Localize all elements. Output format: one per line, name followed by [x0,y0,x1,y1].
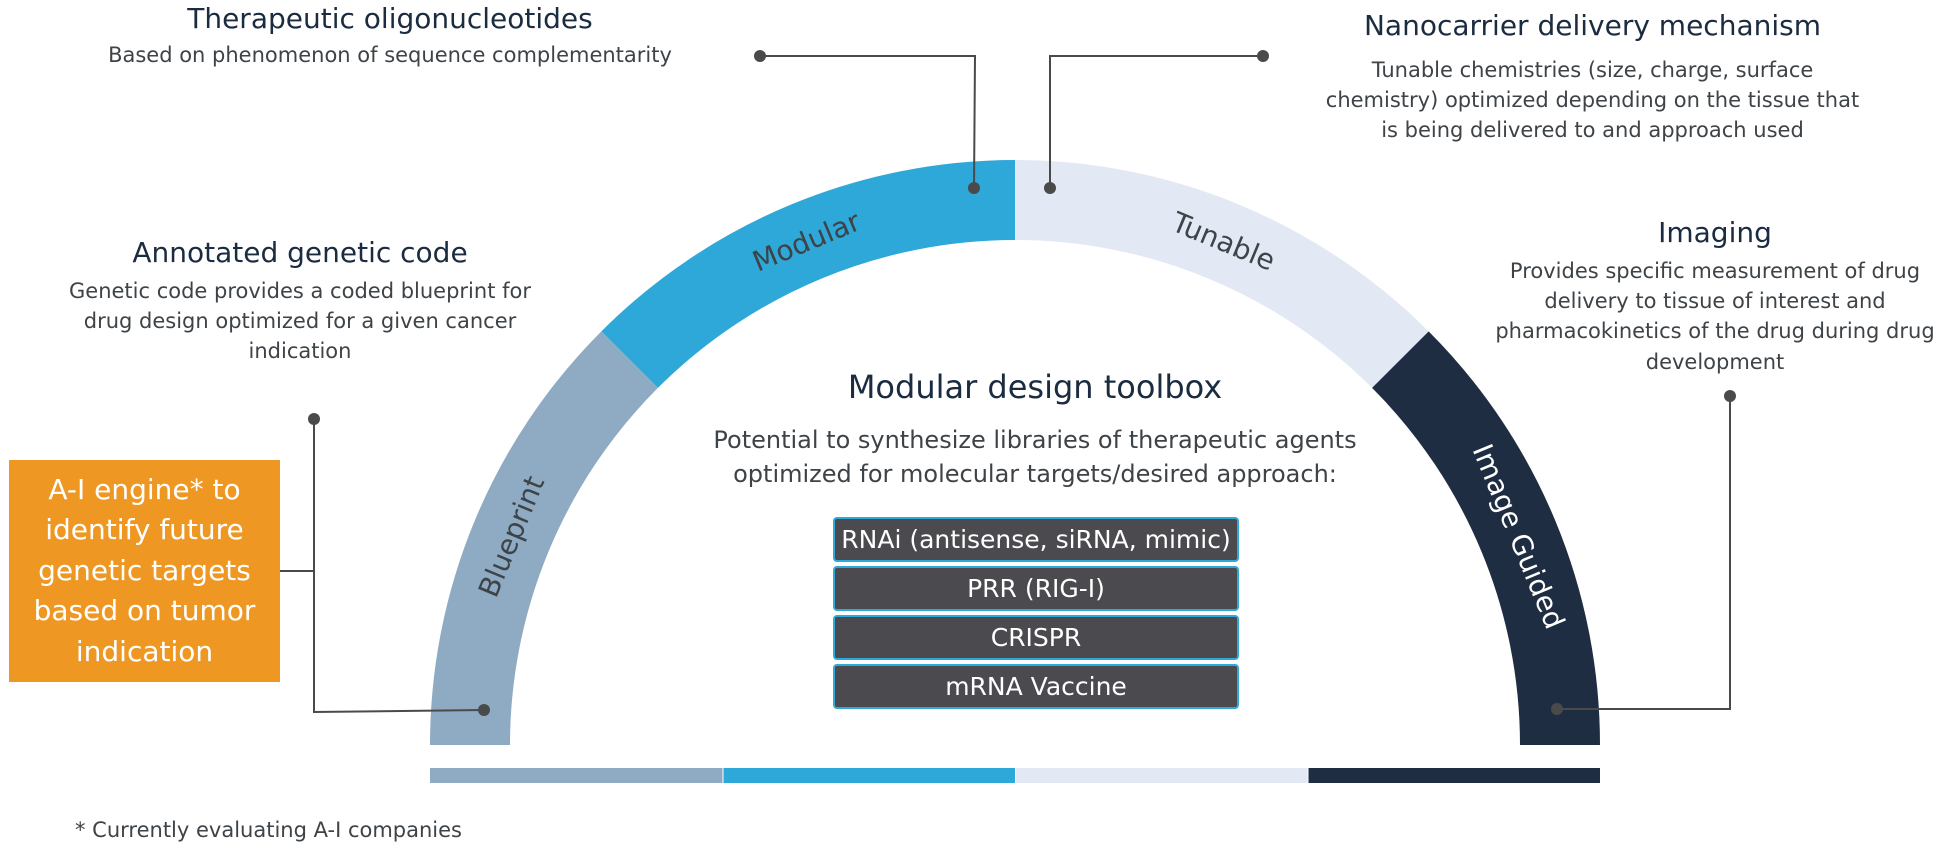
connector-imaging [1557,396,1731,710]
connector-genetic [313,419,485,714]
genetic-title: Annotated genetic code [132,236,468,269]
dot-nano-start [1257,50,1269,62]
nano-desc: Tunable chemistries (size, charge, surfa… [1325,57,1860,143]
dot-genetic-start [308,413,320,425]
toolbox-desc: Potential to synthesize libraries of the… [713,426,1357,488]
dot-oligo-end [968,182,980,194]
toolbox-item-label: RNAi (antisense, siRNA, mimic) [841,525,1231,554]
section-genetic: Annotated genetic code Genetic code prov… [45,236,555,367]
toolbox-item-label: CRISPR [990,623,1082,652]
dot-imaging-end [1551,703,1563,715]
genetic-desc: Genetic code provides a coded blueprint … [69,278,531,364]
arc-segment-modular [601,159,1015,388]
dot-imaging-start [1724,390,1736,402]
imaging-title: Imaging [1658,216,1772,249]
ai-engine-text: A-I engine* to identify future genetic t… [33,472,256,668]
connector-oligo [760,55,977,189]
imaging-desc: Provides specific measurement of drug de… [1495,258,1935,374]
arc-segment-image-guided [1372,331,1600,745]
arc-segment-tunable [1015,160,1429,388]
toolbox-item-label: mRNA Vaccine [945,672,1127,701]
toolbox-title: Modular design toolbox [847,368,1223,406]
bottom-bar-image-guided [1308,768,1600,783]
bottom-bar-modular [723,768,1015,783]
dot-genetic-end [478,704,490,716]
toolbox-section: Modular design toolbox Potential to synt… [655,368,1415,492]
bottom-bar-blueprint [430,768,723,783]
footnote: * Currently evaluating A-I companies [75,818,463,842]
section-nano: Nanocarrier delivery mechanism Tunable c… [1320,9,1865,146]
arc-segment-blueprint [430,331,658,745]
section-oligo: Therapeutic oligonucleotides Based on ph… [60,2,720,70]
section-imaging: Imaging Provides specific measurement of… [1490,216,1935,377]
connector-nano [1049,55,1263,188]
toolbox-item-rnai: RNAi (antisense, siRNA, mimic) [833,517,1239,562]
toolbox-item-mrna: mRNA Vaccine [833,664,1239,709]
dot-nano-end [1044,182,1056,194]
connector-lines [280,55,1731,714]
bottom-bar-tunable [1016,768,1308,783]
oligo-desc: Based on phenomenon of sequence compleme… [108,42,672,67]
oligo-title: Therapeutic oligonucleotides [187,2,593,35]
toolbox-item-label: PRR (RIG-I) [967,574,1105,603]
bottom-color-bars [430,768,1600,783]
toolbox-item-crispr: CRISPR [833,615,1239,660]
connector-dots [308,50,1736,716]
arc-segments [430,159,1600,745]
dot-oligo-start [754,50,766,62]
nano-title: Nanocarrier delivery mechanism [1363,9,1821,42]
toolbox-item-prr: PRR (RIG-I) [833,566,1239,611]
ai-engine-box: A-I engine* to identify future genetic t… [9,460,280,682]
